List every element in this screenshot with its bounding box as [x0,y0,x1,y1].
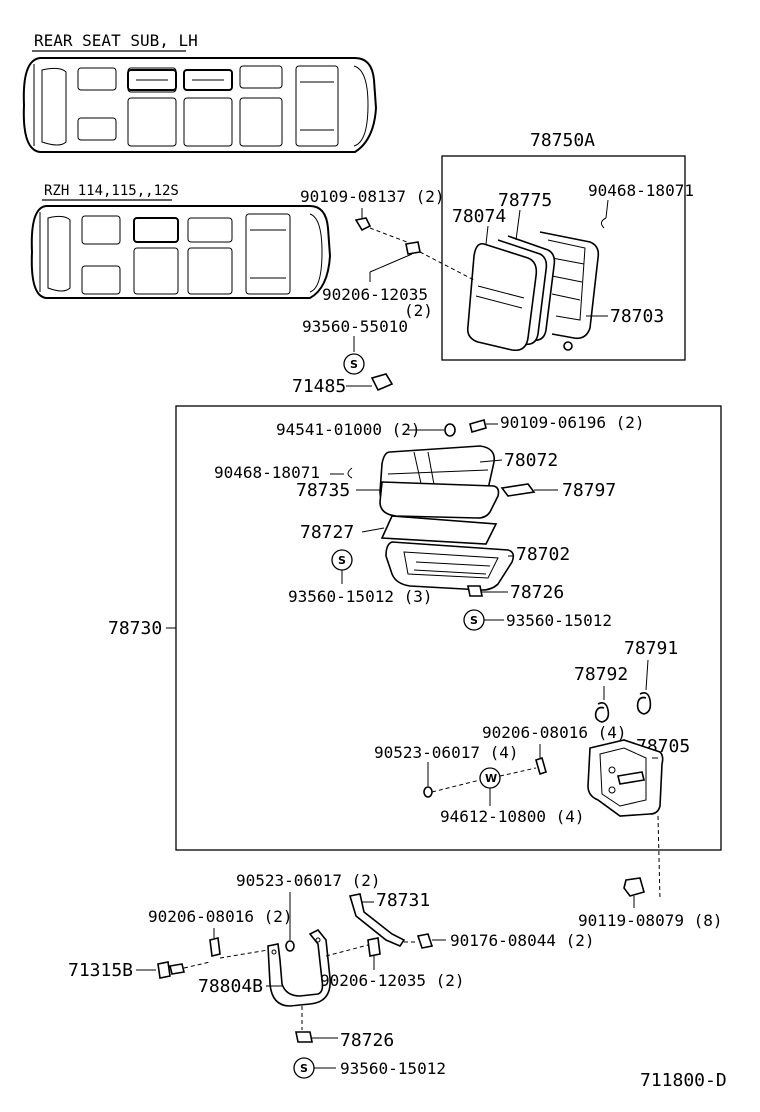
symbol-w: W [485,772,497,785]
vehicle-layout-top: REAR SEAT SUB, LH [22,31,378,153]
label-71315B: 71315B [68,960,133,981]
label-78791: 78791 [624,638,678,659]
label-93560-15012-mid: 93560-15012 [506,611,612,630]
label-90206-12035-top-qty: (2) [404,301,433,320]
rzh-title: RZH 114,115,,12S [44,183,179,199]
symbol-s-3: S [470,614,478,627]
label-90468-18071-top: 90468-18071 [588,181,694,200]
assembly-78730: 78730 94541-01000 (2) 90109-06196 (2) 90… [108,405,722,851]
label-93560-55010: 93560-55010 [302,317,408,336]
label-90206-12035-top: 90206-12035 [322,285,428,304]
label-90206-12035-bot: 90206-12035 (2) [320,971,465,990]
label-78804B: 78804B [198,976,263,997]
symbol-s-1: S [350,358,358,371]
figure-code: 711800-D [640,1070,727,1091]
label-90468-18071-mid: 90468-18071 [214,463,320,482]
label-78792: 78792 [574,664,628,685]
label-78735: 78735 [296,480,350,501]
label-78775: 78775 [498,190,552,211]
label-78703: 78703 [610,306,664,327]
label-78730: 78730 [108,618,162,639]
label-94612-10800: 94612-10800 (4) [440,807,585,826]
label-78797: 78797 [562,480,616,501]
vehicle-layout-rzh: RZH 114,115,,12S [30,183,332,299]
label-94541-01000: 94541-01000 (2) [276,420,421,439]
label-90109-06196: 90109-06196 (2) [500,413,645,432]
label-78702: 78702 [516,544,570,565]
symbol-s-2: S [338,554,346,567]
label-71485: 71485 [292,376,346,397]
label-90206-08016-2: 90206-08016 (2) [148,907,293,926]
back-fasteners: 90109-08137 (2) 90206-12035 (2) 93560-55… [292,187,475,397]
label-90523-06017-2: 90523-06017 (2) [236,871,381,890]
label-90523-06017-4: 90523-06017 (4) [374,743,519,762]
linkage-group: 90523-06017 (2) 78731 90206-08016 (2) 90… [68,871,595,1079]
label-90206-08016-4: 90206-08016 (4) [482,723,627,742]
label-90176-08044: 90176-08044 (2) [450,931,595,950]
assembly-78750A: 78750A 78074 78775 90468-18071 78703 [441,130,694,361]
label-90109-08137: 90109-08137 (2) [300,187,445,206]
label-78726-bot: 78726 [340,1030,394,1051]
symbol-s-4: S [300,1062,308,1075]
rear-seat-title: REAR SEAT SUB, LH [34,31,198,50]
label-90119-08079: 90119-08079 (8) [578,911,723,930]
label-78074: 78074 [452,206,506,227]
label-78072: 78072 [504,450,558,471]
label-78731: 78731 [376,890,430,911]
label-78726-mid: 78726 [510,582,564,603]
label-93560-15012-bot: 93560-15012 [340,1059,446,1078]
label-93560-15012-3: 93560-15012 (3) [288,587,433,606]
label-78750A: 78750A [530,130,595,151]
label-78727: 78727 [300,522,354,543]
